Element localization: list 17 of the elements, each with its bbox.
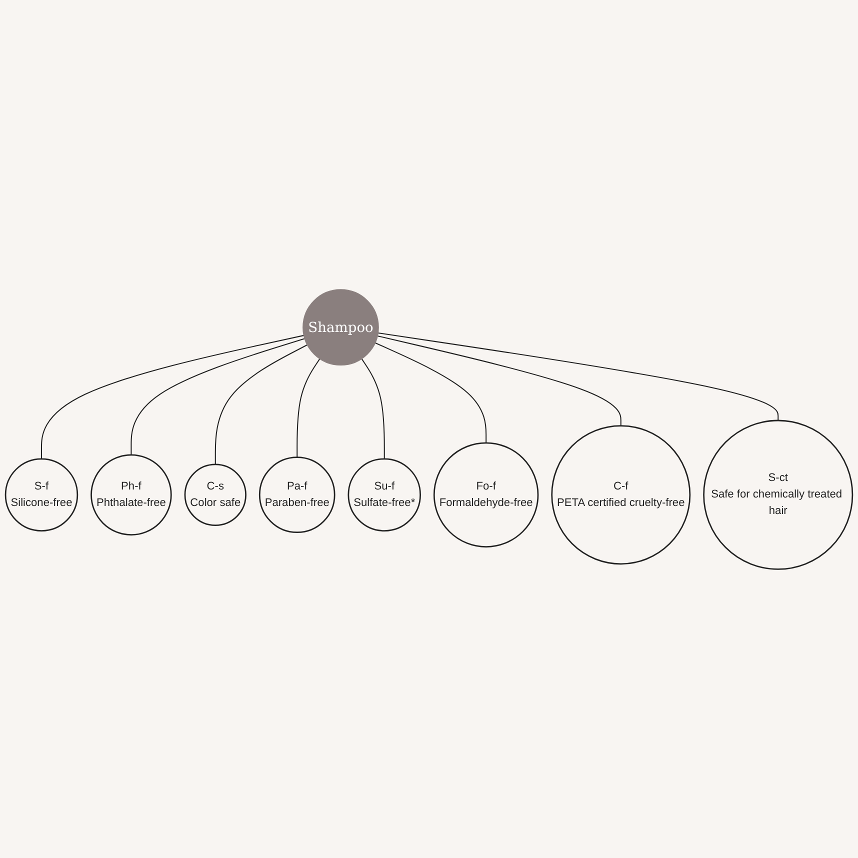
node-circle: C-f PETA certified cruelty-free — [551, 424, 691, 564]
connector — [377, 335, 622, 426]
node-circle: Pa-f Paraben-free — [258, 456, 336, 533]
node-circle: S-ct Safe for chemically treated hair — [703, 419, 854, 570]
node-circle: Shampoo — [302, 288, 379, 366]
connector — [378, 332, 779, 420]
node-circle: Su-f Sulfate-free* — [348, 458, 421, 532]
node-circle: Fo-f Formaldehyde-free — [433, 442, 539, 548]
node-circle: S-f Silicone-free — [4, 458, 78, 532]
connector — [375, 342, 487, 443]
connector — [40, 334, 304, 459]
node-circle: Ph-f Phthalate-free — [90, 454, 172, 536]
connector — [214, 344, 308, 464]
connector — [130, 338, 305, 455]
connector — [296, 358, 320, 457]
node-circle: C-s Color safe — [184, 463, 246, 526]
connector — [361, 358, 385, 459]
